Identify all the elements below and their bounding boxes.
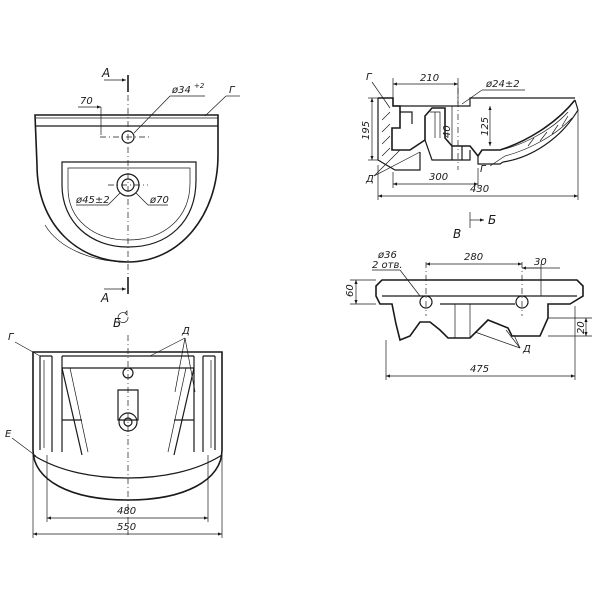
- label-e: Е: [5, 429, 12, 440]
- dim-2-holes: 2 отв.: [372, 260, 403, 271]
- label-d-bottom-view: Д: [181, 326, 190, 337]
- dim-195: 195: [361, 121, 372, 140]
- front-view-v: 280 30 ø36 2 отв. 60 20 475 Д: [345, 250, 592, 380]
- dim-30: 30: [534, 257, 547, 268]
- section-label-a-top: А: [101, 66, 110, 80]
- dim-70: 70: [80, 96, 93, 107]
- dim-430: 430: [470, 184, 489, 195]
- faucet-hole-right: [515, 295, 529, 309]
- dim-20: 20: [576, 321, 587, 334]
- view-label-v: В: [453, 227, 461, 241]
- view-label-b: Б: [113, 316, 121, 330]
- section-label-a-bottom: А: [100, 291, 109, 305]
- dim-36: ø36: [377, 250, 397, 261]
- top-view: А А 70 ø34 +2 Г ø45±2 ø70: [34, 66, 240, 305]
- faucet-hole-left: [419, 295, 433, 309]
- label-g-top: Г: [229, 85, 236, 96]
- bottom-view: Б Г Д Е 480: [5, 310, 223, 538]
- dim-hole-34-tolerance: +2: [194, 82, 205, 90]
- label-g-bottom-view: Г: [8, 332, 15, 343]
- label-d-section: Д: [365, 174, 374, 185]
- dim-210: 210: [420, 73, 439, 84]
- dim-125: 125: [480, 117, 491, 136]
- section-a-view: 210 ø24±2 195 40 125 300 430 Г Г Д В Б: [361, 72, 579, 241]
- dim-hole-34: ø34: [171, 85, 191, 96]
- dim-24: ø24±2: [485, 79, 520, 90]
- arrow-label-b: Б: [488, 213, 496, 227]
- label-g-section-bottom: Г: [480, 164, 487, 175]
- dim-475: 475: [470, 364, 489, 375]
- label-g-section-top: Г: [366, 72, 373, 83]
- dim-280: 280: [464, 252, 483, 263]
- dim-drain-45: ø45±2: [75, 195, 110, 206]
- label-d-front-view: Д: [522, 344, 531, 355]
- dim-300: 300: [429, 172, 448, 183]
- dim-60: 60: [345, 284, 356, 297]
- dim-40: 40: [442, 125, 453, 138]
- dim-550: 550: [117, 522, 136, 533]
- dim-drain-70: ø70: [149, 195, 169, 206]
- dim-480: 480: [117, 506, 136, 517]
